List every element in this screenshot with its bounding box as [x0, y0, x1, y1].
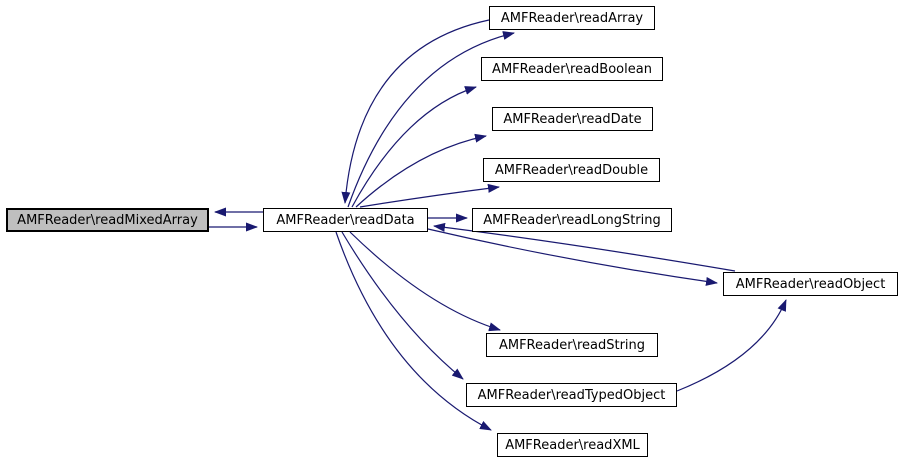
- edge-readTypedObject-to-readObject: [676, 299, 787, 392]
- edge-readData-to-readDouble: [359, 183, 500, 208]
- edge-readData-to-readString: [349, 231, 501, 332]
- node-readArray[interactable]: AMFReader\readArray: [489, 6, 655, 30]
- node-readObject[interactable]: AMFReader\readObject: [723, 272, 898, 296]
- edge-readData-to-readXML: [335, 231, 492, 431]
- edge-readData-to-readTypedObject: [341, 231, 464, 380]
- edge-readData-to-readObject: [427, 228, 718, 286]
- edge-readData-to-readDate: [355, 133, 487, 208]
- node-readMixedArray: AMFReader\readMixedArray: [6, 208, 209, 232]
- node-readLongString[interactable]: AMFReader\readLongString: [472, 208, 672, 232]
- edge-readArray-to-readData: [341, 19, 490, 204]
- edge-readData-to-readBoolean: [351, 86, 477, 208]
- node-readString[interactable]: AMFReader\readString: [486, 333, 658, 357]
- edge-group: [209, 19, 787, 431]
- node-readXML[interactable]: AMFReader\readXML: [497, 433, 648, 457]
- node-readTypedObject[interactable]: AMFReader\readTypedObject: [466, 383, 677, 407]
- node-readBoolean[interactable]: AMFReader\readBoolean: [481, 57, 663, 81]
- node-readDouble[interactable]: AMFReader\readDouble: [483, 158, 660, 182]
- node-readDate[interactable]: AMFReader\readDate: [492, 107, 653, 131]
- edge-readData-to-readArray: [347, 31, 515, 208]
- edge-readObject-to-readData: [433, 222, 736, 272]
- node-readData[interactable]: AMFReader\readData: [263, 208, 428, 232]
